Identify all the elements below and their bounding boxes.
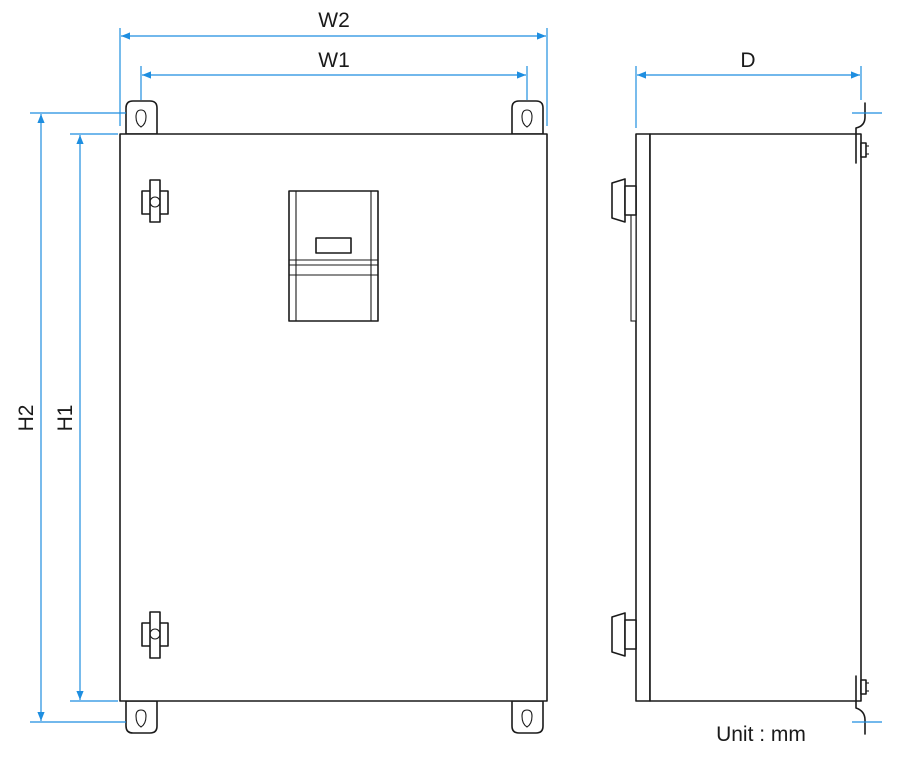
side-mount-bracket-bottom bbox=[855, 675, 869, 735]
mounting-lug-top-left bbox=[125, 100, 158, 135]
mounting-lug-bottom-right bbox=[511, 700, 544, 734]
d-label: D bbox=[740, 49, 755, 72]
w2-label: W2 bbox=[318, 9, 350, 32]
operator-keypad-panel bbox=[288, 190, 379, 322]
h1-label: H1 bbox=[54, 405, 77, 432]
front-view bbox=[119, 100, 548, 734]
side-view bbox=[611, 102, 869, 735]
keypad-display bbox=[315, 237, 352, 254]
side-enclosure-body bbox=[649, 133, 862, 702]
side-mount-bracket-top bbox=[855, 102, 869, 164]
w1-label: W1 bbox=[318, 49, 350, 72]
door-latch-bottom bbox=[141, 611, 169, 659]
side-latch-bottom bbox=[611, 612, 637, 657]
side-latch-top bbox=[611, 178, 637, 223]
unit-note: Unit : mm bbox=[716, 723, 806, 746]
h2-label: H2 bbox=[15, 405, 38, 432]
door-latch-top bbox=[141, 179, 169, 223]
mounting-lug-top-right bbox=[511, 100, 544, 135]
mounting-lug-bottom-left bbox=[125, 700, 158, 734]
dimension-lines bbox=[30, 28, 882, 723]
side-door-panel bbox=[635, 133, 651, 702]
